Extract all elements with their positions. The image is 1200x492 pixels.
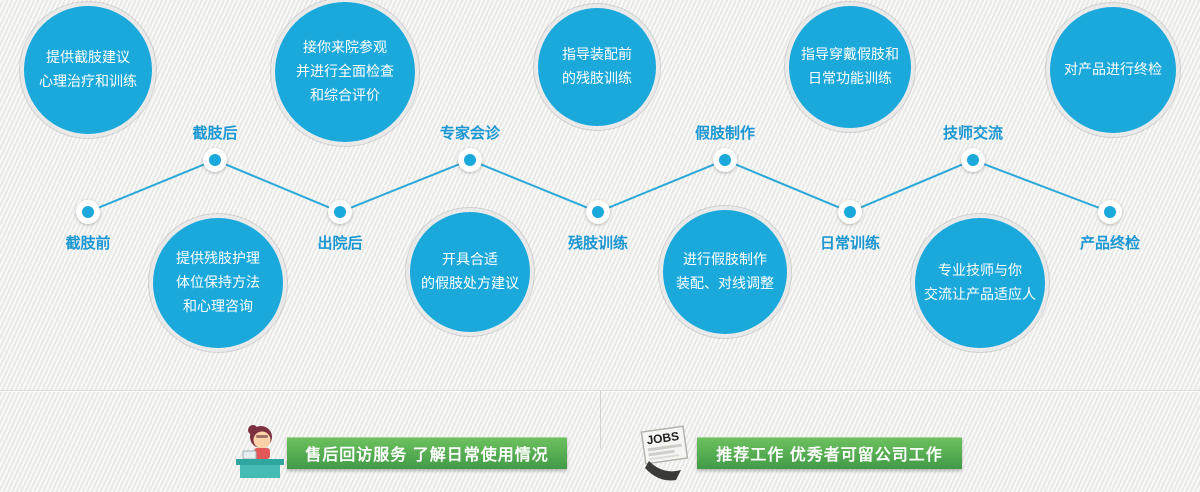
node-dot xyxy=(334,206,346,218)
timeline-label-post-amputation: 截肢后 xyxy=(192,125,238,142)
info-bubble-stump-care: 提供残肢护理 体位保持方法 和心理咨询 xyxy=(153,218,283,348)
customer-service-illustration xyxy=(236,425,284,478)
timeline-node-expert-consultation xyxy=(458,148,482,172)
after-sales-banner-text: 售后回访服务 了解日常使用情况 xyxy=(305,447,549,464)
node-dot xyxy=(1104,206,1116,218)
info-bubble-final-inspection: 对产品进行终检 xyxy=(1050,7,1176,133)
timeline-node-daily-training xyxy=(838,200,862,224)
timeline-label-daily-training: 日常训练 xyxy=(819,235,880,252)
timeline-node-product-inspection xyxy=(1098,200,1122,224)
jobs-newspaper-icon: JOBS xyxy=(640,425,689,481)
timeline-node-stump-training xyxy=(586,200,610,224)
node-dot xyxy=(719,154,731,166)
job-recommendation-banner-text: 推荐工作 优秀者可留公司工作 xyxy=(716,447,943,464)
timeline-node-prosthesis-fabrication xyxy=(713,148,737,172)
info-bubble-pre-amputation: 提供截肢建议 心理治疗和训练 xyxy=(24,6,152,134)
timeline-node-post-amputation xyxy=(203,148,227,172)
timeline-node-after-discharge xyxy=(328,200,352,224)
jobs-headline-text: JOBS xyxy=(646,429,680,447)
timeline-label-pre-amputation: 截肢前 xyxy=(65,235,111,252)
timeline-label-product-inspection: 产品终检 xyxy=(1079,235,1140,252)
job-recommendation-banner: 推荐工作 优秀者可留公司工作 xyxy=(697,437,962,469)
info-bubble-technician-communication: 专业技师与你 交流让产品适应人 xyxy=(915,218,1045,348)
vertical-divider xyxy=(600,391,601,449)
node-dot xyxy=(844,206,856,218)
timeline-node-pre-amputation xyxy=(76,200,100,224)
timeline-label-expert-consultation: 专家会诊 xyxy=(439,125,500,142)
info-bubble-prescription: 开具合适 的假肢处方建议 xyxy=(410,212,530,332)
info-bubble-pre-fitting-training: 指导装配前 的残肢训练 xyxy=(538,8,656,126)
timeline-label-stump-training: 残肢训练 xyxy=(567,235,628,252)
node-dot xyxy=(464,154,476,166)
node-dot xyxy=(82,206,94,218)
timeline-label-technician-exchange: 技师交流 xyxy=(942,125,1003,142)
horizontal-divider xyxy=(0,390,1200,391)
node-dot xyxy=(967,154,979,166)
after-sales-banner: 售后回访服务 了解日常使用情况 xyxy=(287,437,567,469)
info-bubble-hospital-visit: 接你来院参观 并进行全面检查 和综合评价 xyxy=(275,2,415,142)
info-bubble-daily-function-training: 指导穿戴假肢和 日常功能训练 xyxy=(789,6,911,128)
info-bubble-fabrication-alignment: 进行假肢制作 装配、对线调整 xyxy=(663,210,787,334)
timeline-label-after-discharge: 出院后 xyxy=(317,235,363,252)
node-dot xyxy=(209,154,221,166)
timeline-label-prosthesis-fabrication: 假肢制作 xyxy=(694,125,755,142)
node-dot xyxy=(592,206,604,218)
timeline-node-technician-exchange xyxy=(961,148,985,172)
